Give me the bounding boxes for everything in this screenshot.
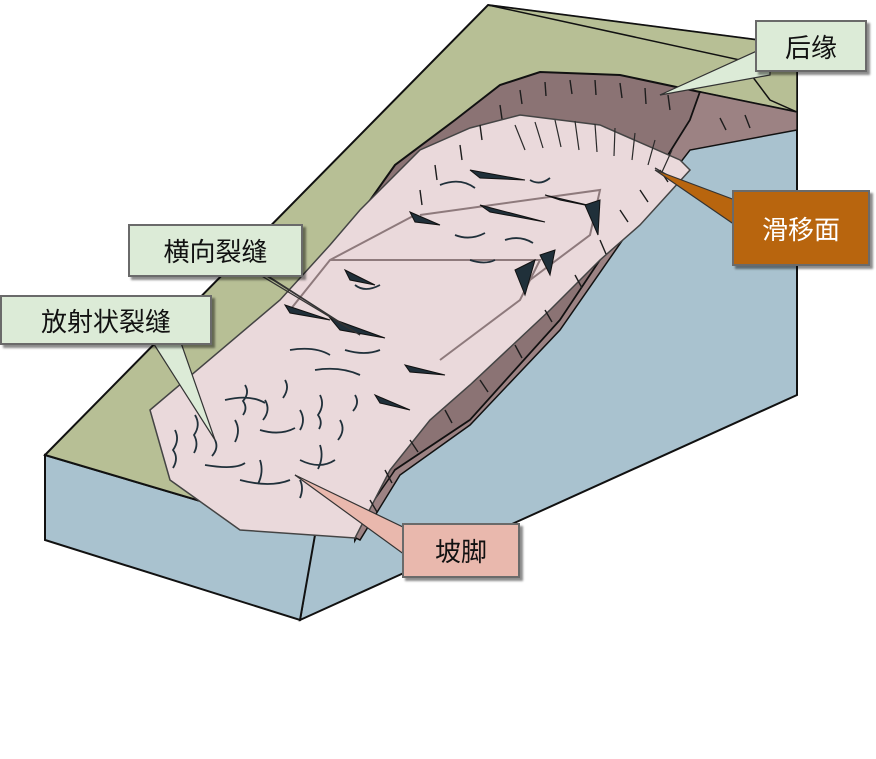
- slide-step-lower: [330, 259, 542, 361]
- sliding-surface-striations: [514, 119, 673, 173]
- label-toe: 坡脚: [402, 523, 520, 578]
- label-sliding-surface: 滑移面: [732, 190, 870, 266]
- label-transverse-cracks: 横向裂缝: [128, 224, 303, 277]
- label-crown: 后缘: [755, 20, 867, 72]
- slide-step-edge: [289, 214, 416, 311]
- transverse-cracks: [283, 169, 601, 411]
- label-radial-cracks: 放射状裂缝: [0, 295, 212, 345]
- radial-cracks: [171, 177, 551, 499]
- ground-back-strip: [487, 4, 798, 114]
